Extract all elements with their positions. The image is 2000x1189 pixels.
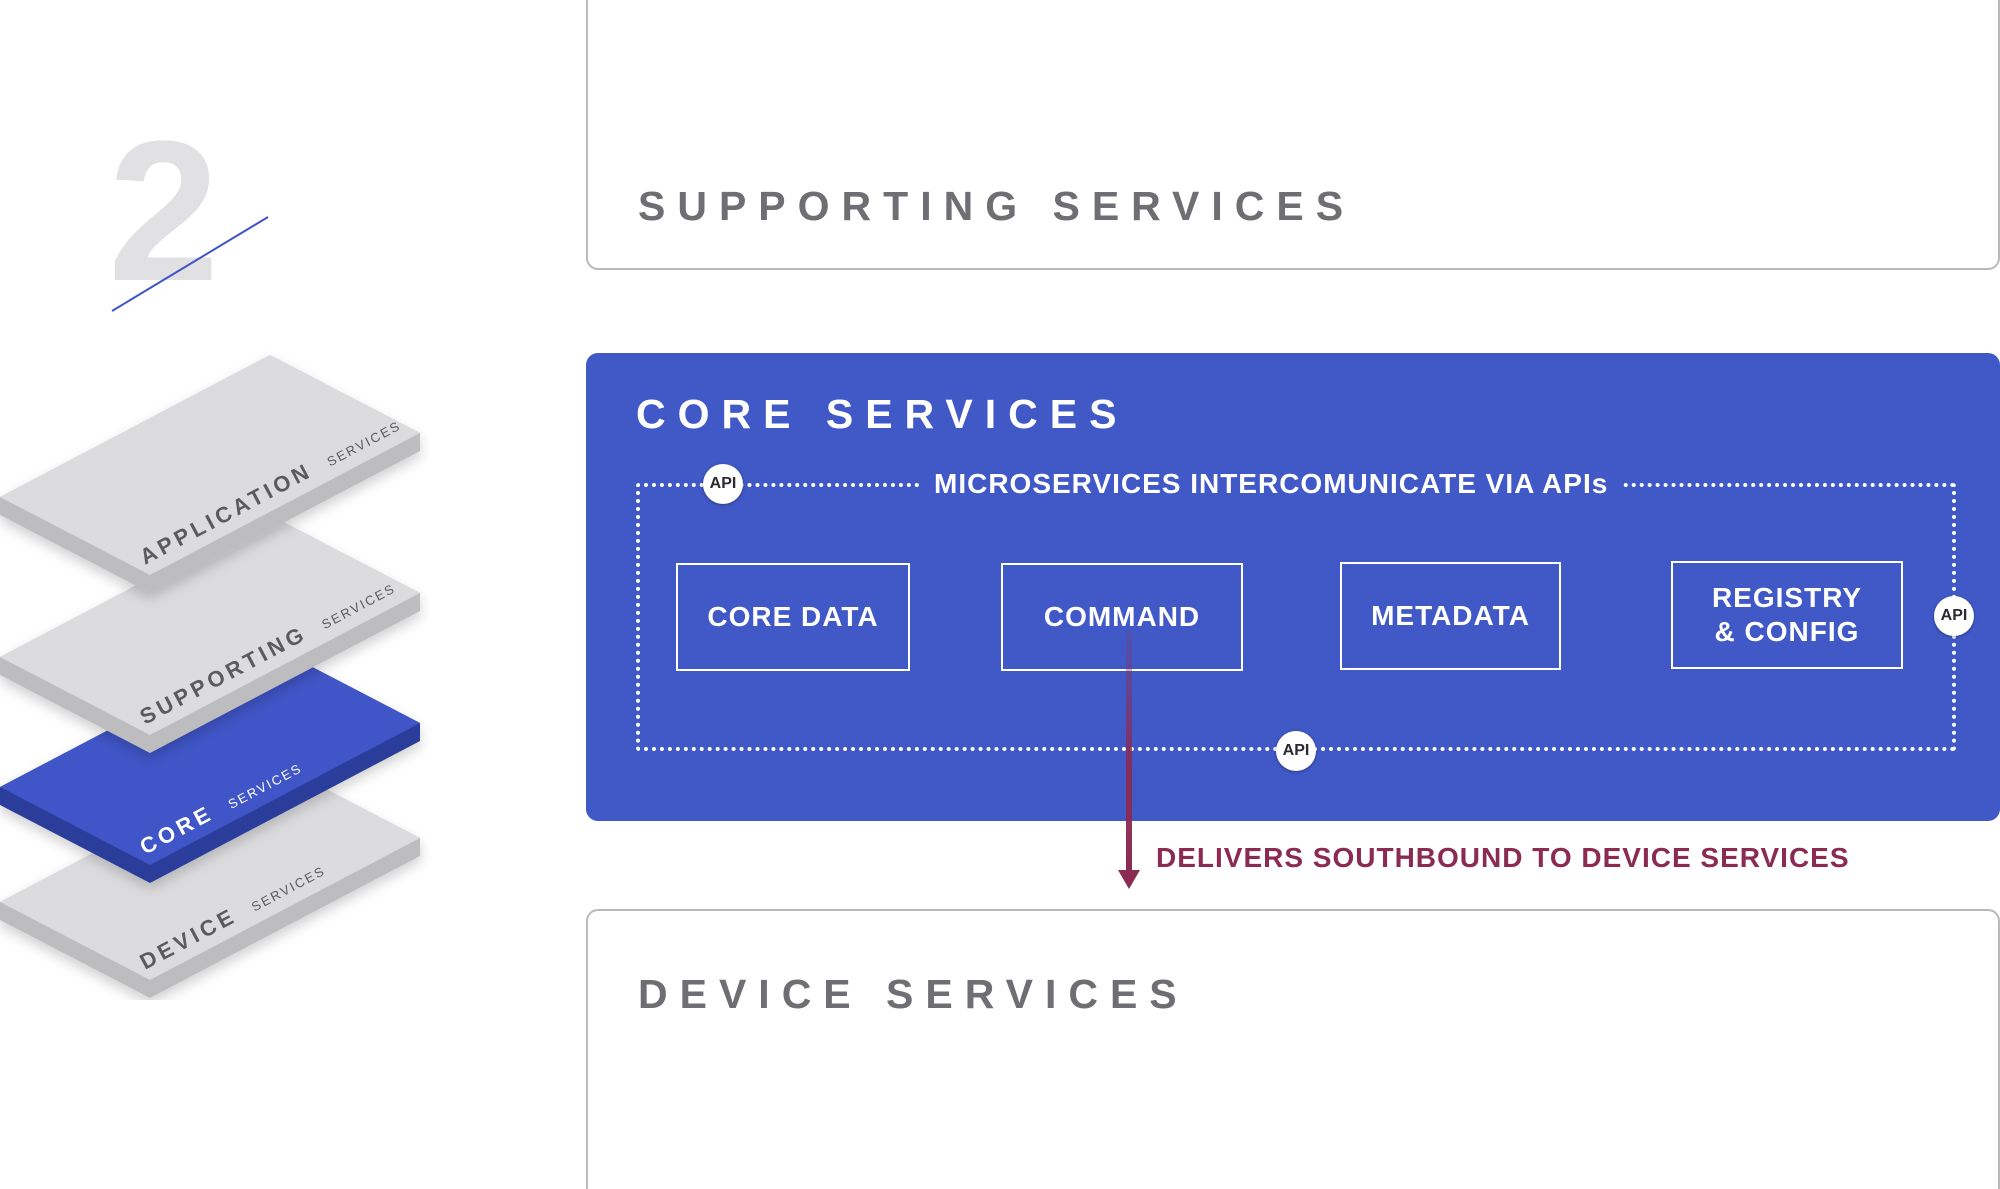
step-number: 2 [108,100,220,323]
microservices-frame-label: MICROSERVICES INTERCOMUNICATE VIA APIs [922,467,1621,501]
service-box-core-data: CORE DATA [676,563,910,671]
device-services-panel: DEVICE SERVICES [586,909,2000,1189]
layer-stack-illustration: DEVICE SERVICES CORE SERVICES SUPPORTING… [0,355,420,998]
supporting-services-panel: SUPPORTING SERVICES [586,0,2000,270]
api-badge-top: API [703,464,743,504]
step-accent-line [111,216,269,312]
service-box-registry-config: REGISTRY & CONFIG [1671,561,1903,669]
core-services-title: CORE SERVICES [636,391,1129,437]
stack-layer-application: APPLICATION SERVICES [0,355,420,593]
stack-layer-device: DEVICE SERVICES [0,760,420,998]
api-badge-right: API [1934,596,1974,636]
service-box-metadata: METADATA [1340,562,1561,670]
stack-layer-core: CORE SERVICES [0,645,420,883]
supporting-services-title: SUPPORTING SERVICES [638,183,1356,229]
southbound-label: DELIVERS SOUTHBOUND TO DEVICE SERVICES [1156,842,1850,873]
stack-layer-supporting: SUPPORTING SERVICES [0,515,420,753]
southbound-arrow [1118,630,1140,889]
core-services-panel: CORE SERVICES MICROSERVICES INTERCOMUNIC… [586,353,2000,821]
api-badge-bottom: API [1276,731,1316,771]
service-box-command: COMMAND [1001,563,1243,671]
device-services-title: DEVICE SERVICES [638,971,1189,1017]
